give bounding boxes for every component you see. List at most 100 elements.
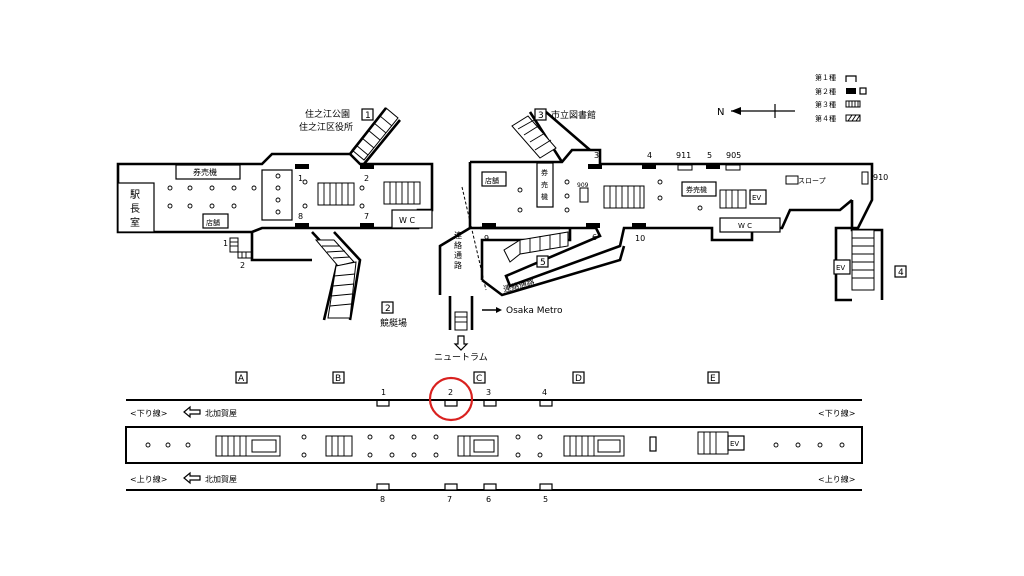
east-label-905: 905 xyxy=(726,151,741,160)
platform-pillars xyxy=(145,434,845,458)
east-pillars xyxy=(517,179,703,213)
outbound-left-label: <下り線> xyxy=(130,408,167,418)
legend-type2-label: 第２種 xyxy=(815,87,836,96)
legend-type1-icon xyxy=(845,75,857,82)
door-8-marker xyxy=(376,483,390,491)
platform-ev xyxy=(727,435,745,451)
passage-vertical-1: 連 xyxy=(454,230,462,240)
platform-ev-label: EV xyxy=(730,440,739,448)
east-ticket-machine-vertical xyxy=(536,162,554,208)
inbound-right-label: <上り線> xyxy=(818,474,855,484)
door-6-label: 6 xyxy=(486,495,491,504)
east-slope-label: スロープ xyxy=(798,177,826,185)
west-shop xyxy=(202,213,229,229)
exit3-badge xyxy=(534,108,547,121)
east-wc xyxy=(719,217,781,233)
east-ev xyxy=(749,189,767,205)
east-ticket-machine xyxy=(681,181,717,197)
exit2-badge xyxy=(381,301,394,314)
exit5-badge xyxy=(536,255,549,268)
svg-text:N: N xyxy=(717,107,724,118)
west-gate-2-label: 2 xyxy=(364,174,369,183)
door-2-label: 2 xyxy=(448,388,453,397)
exit1-badge xyxy=(361,108,374,121)
car-b-label: B xyxy=(335,374,341,384)
legend: 第１種 第２種 第３種 第４種 xyxy=(815,73,867,123)
door-1-label: 1 xyxy=(381,388,386,397)
exit4-num: 4 xyxy=(898,268,904,278)
east-label-5: 5 xyxy=(707,151,712,160)
west-ticket-machine xyxy=(175,164,241,180)
exit1-stair xyxy=(348,107,402,165)
east-label-909: 909 xyxy=(577,182,589,189)
car-b-badge xyxy=(332,371,345,384)
platform-stair-c xyxy=(457,435,499,457)
car-a-label: A xyxy=(238,374,245,384)
west-lift-2-label: 2 xyxy=(240,261,245,270)
east-gate-4 xyxy=(642,164,656,169)
east-label-9: 9 xyxy=(484,234,489,243)
west-ticket-machine-label: 券売機 xyxy=(193,167,217,177)
outbound-direction-arrow-icon xyxy=(183,405,201,419)
car-c-label: C xyxy=(476,374,482,384)
legend-type4-label: 第４種 xyxy=(815,114,836,123)
door-7-label: 7 xyxy=(447,495,452,504)
east-gate-10 xyxy=(632,223,646,228)
station-master-label-1: 駅 xyxy=(130,189,140,201)
east-ticket-machine-v-1: 券 xyxy=(541,168,548,177)
east-dashed-line xyxy=(461,186,487,291)
west-gate-1-label: 1 xyxy=(298,174,303,183)
east-wc-label: W C xyxy=(738,222,752,230)
east-ev-exit4-label: EV xyxy=(836,264,845,272)
outbound-right-label: <下り線> xyxy=(818,408,855,418)
west-concourse: 駅 長 室 券売機 店舗 W C 1 2 8 7 xyxy=(116,107,434,329)
west-wc xyxy=(391,209,433,229)
north-arrow-icon: N xyxy=(717,104,795,118)
car-e-badge xyxy=(707,371,720,384)
highlight-door-2 xyxy=(428,376,474,422)
exit3-name: 市立図書館 xyxy=(551,109,596,121)
exit3-num: 3 xyxy=(538,111,544,121)
car-d-label: D xyxy=(575,374,582,384)
platform-section: A B C D E 1 2 3 4 <下り線> 北加賀屋 <下り線> xyxy=(125,371,863,504)
east-slope-stair xyxy=(785,175,799,185)
door-7-marker xyxy=(444,483,458,491)
car-c-badge xyxy=(473,371,486,384)
east-ticket-machine-v-3: 機 xyxy=(541,192,548,201)
platform-stair-d xyxy=(563,435,625,457)
west-gate-1 xyxy=(295,164,309,169)
legend-type1-label: 第１種 xyxy=(815,73,836,82)
east-label-3: 3 xyxy=(594,151,599,160)
passage-vertical-4: 路 xyxy=(454,260,462,270)
east-ticket-machine-label: 券売機 xyxy=(686,185,707,194)
east-label-6: 6 xyxy=(592,233,597,242)
car-a-badge xyxy=(235,371,248,384)
east-gate-9 xyxy=(482,223,496,228)
exit4-badge xyxy=(894,265,907,278)
newtram-stair xyxy=(448,296,474,331)
east-label-4: 4 xyxy=(647,151,652,160)
west-gate-2 xyxy=(360,164,374,169)
east-exit-911 xyxy=(677,164,693,171)
osaka-metro-label: Osaka Metro xyxy=(506,306,563,316)
car-labels: A B C D E xyxy=(235,371,720,384)
exit1-num: 1 xyxy=(365,111,371,121)
exit5-stair xyxy=(503,231,569,263)
inbound-direction-arrow-icon xyxy=(183,471,201,485)
station-master-label-3: 室 xyxy=(130,216,140,229)
legend-type2-icon xyxy=(846,88,856,94)
exit1-name-1: 住之江公園 xyxy=(305,108,350,120)
car-d-badge xyxy=(572,371,585,384)
legend-type3-label: 第３種 xyxy=(815,100,836,109)
west-platform-stairs xyxy=(317,181,421,206)
west-gate-area xyxy=(261,169,293,221)
inbound-direction-label: 北加賀屋 xyxy=(205,474,237,484)
west-gate-7 xyxy=(360,223,374,228)
east-platform-stairs xyxy=(579,185,747,209)
west-gate-8-label: 8 xyxy=(298,212,303,221)
osaka-metro-arrowhead-icon xyxy=(496,307,502,313)
station-master-room xyxy=(117,182,155,233)
legend-type2-icon-open xyxy=(859,87,867,95)
exit2-num: 2 xyxy=(385,304,391,314)
